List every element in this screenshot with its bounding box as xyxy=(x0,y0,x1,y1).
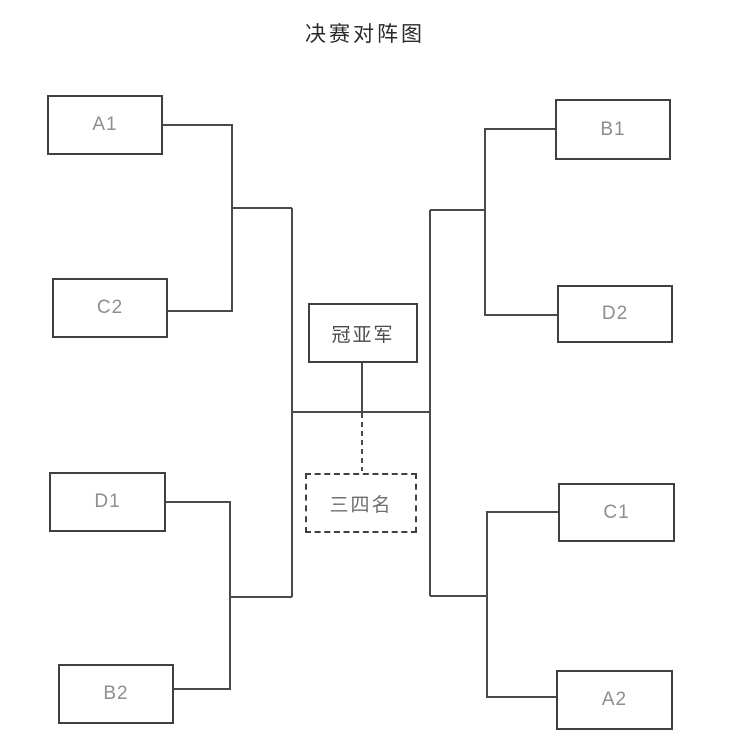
team-label-d2: D2 xyxy=(601,303,629,324)
team-label-b2: B2 xyxy=(103,683,129,704)
team-label-c1: C1 xyxy=(603,501,630,523)
team-box-c2: C2 xyxy=(52,278,168,338)
connector-right-bottom-pair xyxy=(486,511,558,698)
team-box-a2: A2 xyxy=(556,670,673,730)
connector-right-top-pair xyxy=(484,128,557,316)
team-label-a1: A1 xyxy=(92,114,118,135)
team-label-a2: A2 xyxy=(601,689,628,710)
team-box-c1: C1 xyxy=(558,483,675,542)
third-place-match-label: 三四名 xyxy=(329,494,393,516)
team-label-b1: B1 xyxy=(600,118,626,140)
connector-left-bottom-pair xyxy=(166,501,231,690)
final-match-label: 冠亚军 xyxy=(331,324,395,346)
final-match-box: 冠亚军 xyxy=(308,303,418,363)
team-box-b2: B2 xyxy=(58,664,174,724)
team-label-c2: C2 xyxy=(96,297,124,318)
team-box-b1: B1 xyxy=(555,99,671,160)
team-box-d2: D2 xyxy=(557,285,673,343)
third-place-match-box: 三四名 xyxy=(305,473,417,533)
team-box-d1: D1 xyxy=(49,472,166,532)
connector-left-top-pair xyxy=(163,124,233,312)
team-label-d1: D1 xyxy=(94,491,121,512)
team-box-a1: A1 xyxy=(47,95,163,155)
page-title: 决赛对阵图 xyxy=(305,22,425,46)
